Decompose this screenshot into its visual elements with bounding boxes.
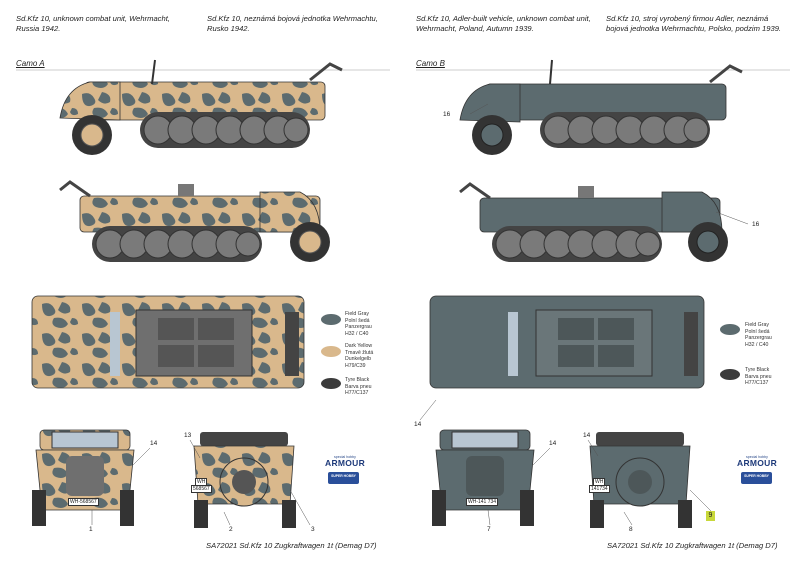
caption-left-en: Sd.Kfz 10, unknown combat unit, Wehrmach… (16, 14, 170, 33)
right-side-view-2 (459, 182, 728, 263)
armour-logo-subtitle: special hobby (746, 455, 768, 459)
left-side-view-1 (59, 59, 343, 155)
left-rear-view (193, 432, 296, 528)
callout-1-left: 1 (89, 526, 93, 533)
callout-14-left: 14 (150, 440, 158, 447)
armour-logo-right: special hobby ARMOUR (737, 455, 777, 469)
left-front-view (32, 429, 135, 526)
right-rear-plate-num: 141734 (589, 485, 610, 493)
callout-8-right: 8 (629, 526, 633, 533)
callout-14-right-a: 14 (414, 421, 422, 428)
badge-text: SUPER HOBBY (331, 474, 356, 478)
armour-logo-title: ARMOUR (325, 458, 366, 468)
armour-logo-subtitle: special hobby (334, 455, 356, 459)
callout-14-right-b: 14 (549, 440, 557, 447)
legend-left-swatch-3 (321, 378, 341, 389)
badge-text: SUPER HOBBY (744, 474, 769, 478)
super-hobby-badge-left: SUPER HOBBY (328, 472, 359, 484)
callout-14-right-c: 14 (583, 432, 591, 439)
callout-16-right-b: 16 (752, 221, 760, 228)
callout-16-right-a: 16 (443, 111, 451, 118)
legend-left-swatch-2 (321, 346, 341, 357)
left-front-plate: WH-568567 (68, 498, 99, 506)
right-front-plate: WH-141 734 (466, 498, 499, 506)
left-side-view-2 (59, 180, 330, 263)
legend-left-text-2: Dark Yellow Tmavě žlutá Dunkelgelb H79/C… (345, 343, 374, 369)
caption-left-cz: Sd.Kfz 10, neznámá bojová jednotka Wehrm… (207, 14, 378, 33)
super-hobby-badge-right: SUPER HOBBY (741, 472, 772, 484)
legend-left-text-3: Tyre Black Barva pneu H77/C137 (345, 377, 372, 396)
callout-7-right: 7 (487, 526, 491, 533)
footer-left: SA72021 Sd.Kfz 10 Zugkraftwagen 1t (Dema… (206, 541, 377, 550)
legend-right-text-2: Tyre Black Barva pneu H77/C137 (745, 367, 772, 386)
legend-left-swatch-1 (321, 314, 341, 325)
footer-right: SA72021 Sd.Kfz 10 Zugkraftwagen 1t (Dema… (607, 541, 778, 550)
legend-right-text-1: Field Gray Polní šedá Panzergrau H32 / C… (745, 322, 772, 348)
camo-a-label: Camo A (16, 59, 45, 68)
legend-left-text-1: Field Gray Polní šedá Panzergrau H32 / C… (345, 311, 372, 337)
marking-9-swatch: 9 (706, 511, 715, 521)
callout-2-left: 2 (229, 526, 233, 533)
leader-lines (91, 103, 749, 526)
armour-logo-title: ARMOUR (737, 458, 778, 468)
left-rear-plate-num: 568567 (191, 485, 212, 493)
legend-right-swatch-1 (720, 324, 740, 335)
legend-right-swatch-2 (720, 369, 740, 380)
caption-right-en: Sd.Kfz 10, Adler-built vehicle, unknown … (416, 14, 591, 33)
callout-13-left: 13 (184, 432, 192, 439)
right-side-view-1 (459, 59, 743, 155)
right-top-view (429, 295, 705, 389)
camo-b-label: Camo B (416, 59, 445, 68)
callout-3-left: 3 (311, 526, 315, 533)
right-rear-view (589, 432, 692, 528)
armour-logo-left: special hobby ARMOUR (325, 455, 365, 469)
right-front-view (432, 429, 535, 526)
left-top-view (31, 295, 305, 389)
caption-right-cz: Sd.Kfz 10, stroj vyrobený firmou Adler, … (606, 14, 782, 33)
